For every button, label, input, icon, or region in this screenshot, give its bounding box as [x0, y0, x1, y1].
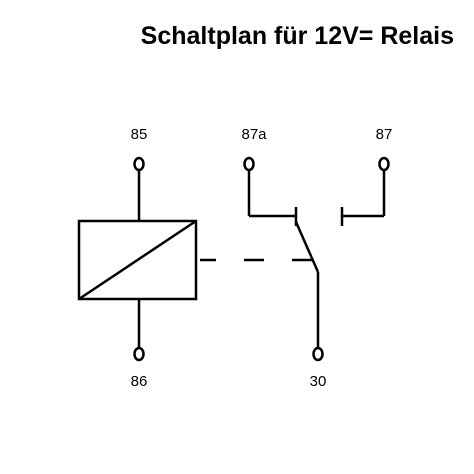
pin-label-86: 86 [131, 373, 148, 390]
pin-label-30: 30 [310, 373, 327, 390]
switch-arm [294, 221, 320, 273]
pin-label-87a: 87a [241, 126, 267, 143]
relay-coil [77, 219, 198, 301]
pin-label-87: 87 [376, 126, 393, 143]
diagram-title: Schaltplan für 12V= Relais [140, 22, 454, 50]
terminal-87 [378, 156, 390, 172]
terminal-85 [133, 156, 145, 172]
terminal-86 [133, 346, 145, 362]
pin-label-85: 85 [131, 126, 148, 143]
terminal-30 [312, 346, 324, 362]
coil-diagonal [78, 219, 197, 301]
terminal-87a [243, 156, 255, 172]
